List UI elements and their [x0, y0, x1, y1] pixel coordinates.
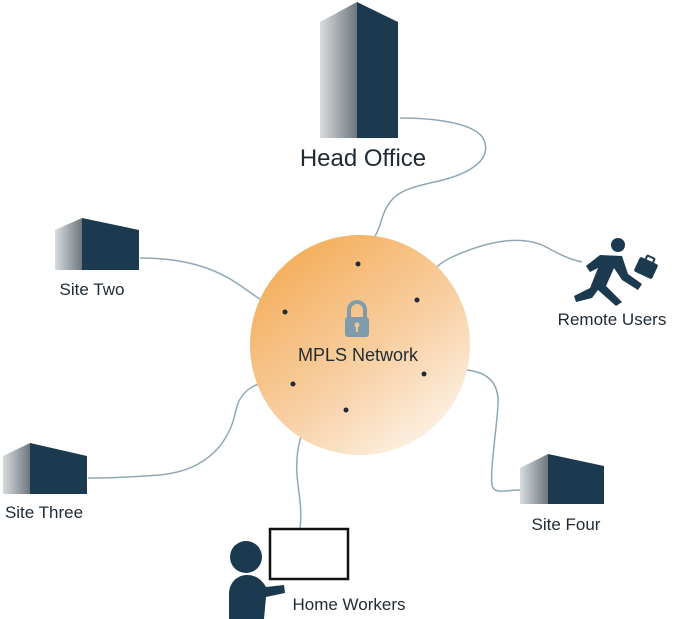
mpls-network-node: MPLS Network	[250, 235, 470, 455]
dot-site-two	[282, 309, 288, 315]
site-four-node: Site Four	[520, 454, 604, 534]
computer-monitor-icon	[268, 527, 350, 581]
running-person-with-briefcase-icon	[574, 238, 658, 306]
site-two-node: Site Two	[55, 218, 139, 299]
home-workers-label: Home Workers	[292, 595, 405, 614]
dot-site-three	[290, 381, 296, 387]
site-four-label: Site Four	[532, 515, 601, 534]
remote-users-label: Remote Users	[558, 310, 667, 329]
building-icon	[320, 2, 398, 138]
dot-remote-users	[414, 297, 420, 303]
dot-site-four	[421, 371, 427, 377]
lock-icon	[345, 300, 369, 337]
head-office-label: Head Office	[300, 145, 426, 172]
remote-users-node: Remote Users	[558, 238, 667, 329]
mpls-network-cloud	[250, 235, 470, 455]
person-at-computer-icon	[229, 541, 285, 619]
building-icon	[55, 218, 139, 270]
building-icon	[3, 443, 87, 494]
connector-site-four	[423, 368, 521, 492]
connector-head-office	[357, 117, 487, 264]
head-office-node: Head Office	[300, 2, 426, 172]
dot-head-office	[355, 261, 361, 267]
site-three-label: Site Three	[5, 503, 83, 522]
connector-site-three	[87, 380, 294, 479]
dot-home-workers	[343, 407, 349, 413]
building-icon	[520, 454, 604, 504]
site-two-label: Site Two	[60, 280, 125, 299]
mpls-network-label: MPLS Network	[298, 345, 419, 365]
connector-dots	[282, 261, 427, 413]
home-workers-node: Home Workers	[229, 527, 406, 619]
site-three-node: Site Three	[3, 443, 87, 522]
